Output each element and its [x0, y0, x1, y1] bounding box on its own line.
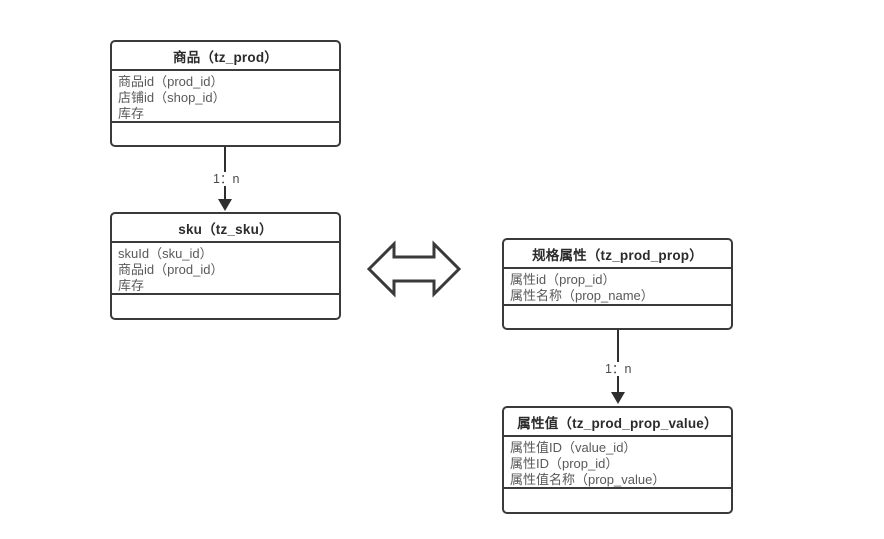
- connector-line: [224, 147, 226, 200]
- field-row: 属性值名称（prop_value）: [510, 472, 666, 487]
- entity-fields-tz-sku: skuId（sku_id） 商品id（prod_id） 库存: [112, 243, 339, 295]
- relationship-label-1n: 1：n: [210, 172, 243, 186]
- entity-title-tz-prod: 商品（tz_prod）: [112, 42, 339, 71]
- field-row: 属性id（prop_id）: [510, 272, 616, 287]
- entity-footer-tz-prod-prop: [504, 306, 731, 328]
- entity-footer-tz-prod: [112, 123, 339, 145]
- entity-title-tz-prod-prop-value: 属性值（tz_prod_prop_value）: [504, 408, 731, 437]
- entity-tz-sku[interactable]: sku（tz_sku） skuId（sku_id） 商品id（prod_id） …: [110, 212, 341, 320]
- field-row: 商品id（prod_id）: [118, 262, 224, 277]
- field-row: 属性ID（prop_id）: [510, 456, 619, 471]
- entity-tz-prod[interactable]: 商品（tz_prod） 商品id（prod_id） 店铺id（shop_id） …: [110, 40, 341, 147]
- field-row: 属性值ID（value_id）: [510, 440, 637, 455]
- entity-tz-prod-prop-value[interactable]: 属性值（tz_prod_prop_value） 属性值ID（value_id） …: [502, 406, 733, 514]
- entity-footer-tz-sku: [112, 295, 339, 318]
- connector-arrowhead: [611, 392, 625, 404]
- entity-title-tz-sku: sku（tz_sku）: [112, 214, 339, 243]
- entity-fields-tz-prod: 商品id（prod_id） 店铺id（shop_id） 库存: [112, 71, 339, 123]
- entity-tz-prod-prop[interactable]: 规格属性（tz_prod_prop） 属性id（prop_id） 属性名称（pr…: [502, 238, 733, 330]
- bidirectional-arrow-icon: [366, 234, 462, 304]
- connector-line: [617, 330, 619, 393]
- entity-footer-tz-prod-prop-value: [504, 489, 731, 512]
- entity-title-tz-prod-prop: 规格属性（tz_prod_prop）: [504, 240, 731, 269]
- field-row: 店铺id（shop_id）: [118, 90, 226, 105]
- entity-fields-tz-prod-prop: 属性id（prop_id） 属性名称（prop_name）: [504, 269, 731, 306]
- field-row: 属性名称（prop_name）: [510, 288, 654, 303]
- field-row: 商品id（prod_id）: [118, 74, 224, 89]
- connector-arrowhead: [218, 199, 232, 211]
- field-row: skuId（sku_id）: [118, 246, 213, 261]
- relationship-label-1n: 1：n: [602, 362, 635, 376]
- field-row: 库存: [118, 278, 145, 293]
- field-row: 库存: [118, 106, 145, 121]
- bidirectional-arrow-svg: [366, 240, 462, 298]
- entity-fields-tz-prod-prop-value: 属性值ID（value_id） 属性ID（prop_id） 属性值名称（prop…: [504, 437, 731, 489]
